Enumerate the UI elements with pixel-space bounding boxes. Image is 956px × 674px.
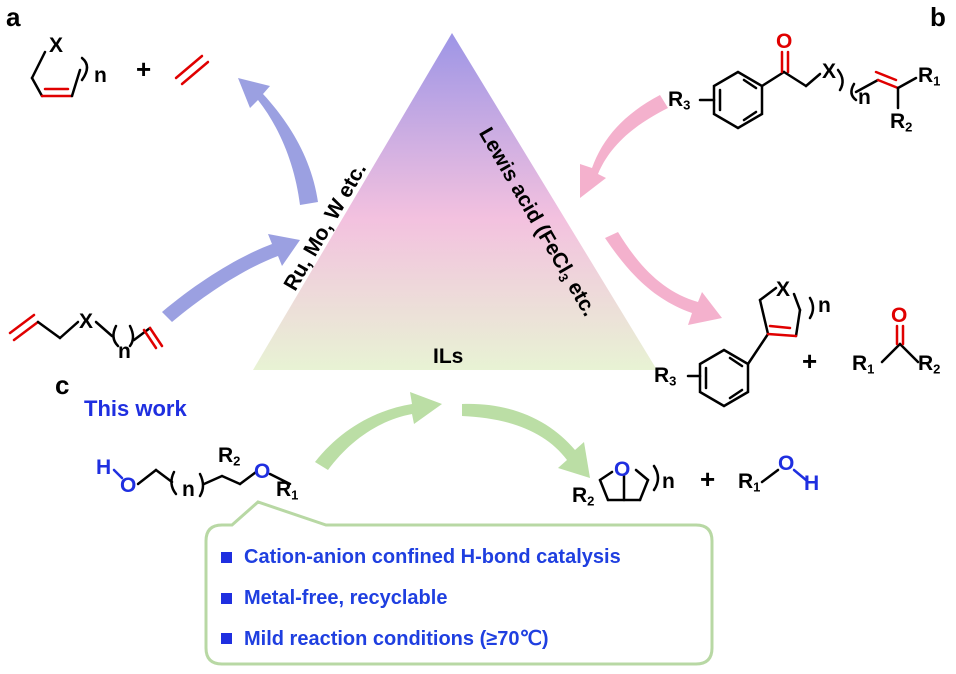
panel-c-coproduct-R1-main: R <box>738 470 754 493</box>
feature-text-2: Metal-free, recyclable <box>244 587 448 609</box>
panel-b-coproduct-O-text: O <box>891 304 908 327</box>
panel-b-coproduct-R2: R2 <box>918 352 940 377</box>
panel-b-coproduct-R1: R1 <box>852 352 874 377</box>
panel-label-c: c <box>55 370 70 400</box>
panel-c-reactant-R1-sub: 1 <box>291 487 299 503</box>
panel-b-product-X: X <box>776 278 791 301</box>
panel-c-reactant-R2-main: R <box>218 444 234 467</box>
pink-arrow-out <box>605 232 722 325</box>
alcohol-coproduct <box>760 468 808 484</box>
panel-b-coproduct-O: O <box>891 304 907 328</box>
panel-a-diene-n: n <box>118 340 131 363</box>
hydroxy-ether-reactant <box>112 468 292 498</box>
panel-label-b: b <box>930 2 946 32</box>
panel-c-plus: + <box>700 464 716 494</box>
panel-c-reactant-O1: O <box>120 474 137 497</box>
panel-b-product-n: n <box>818 294 831 317</box>
cyclic-ether-product <box>598 464 660 502</box>
panel-b-ketone-n: n <box>858 86 871 109</box>
panel-b-ketone-R3-main: R <box>668 88 684 111</box>
panel-b-ketone-O: O <box>776 30 792 54</box>
panel-b-coproduct-R1-main: R <box>852 352 868 375</box>
feature-bullet-3 <box>221 633 232 644</box>
panel-c-reactant-H: H <box>96 456 112 479</box>
ethylene-structure <box>174 54 210 86</box>
panel-b-ketone-R1: R1 <box>918 64 940 89</box>
panel-a-ring-X: X <box>49 34 64 57</box>
panel-label-a: a <box>6 2 21 32</box>
panel-a-diene-X: X <box>79 310 94 333</box>
feature-text-3: Mild reaction conditions (≥70℃) <box>244 628 549 650</box>
panel-b-ketone-R2-main: R <box>890 110 906 133</box>
this-work-label: This work <box>84 396 187 421</box>
panel-b-coproduct-R1-sub: 1 <box>867 361 875 377</box>
panel-c-product-R2-main: R <box>572 484 588 507</box>
diene-structure <box>8 313 164 350</box>
central-triangle <box>253 33 657 370</box>
panel-b-ketone-R3-sub: 3 <box>683 97 691 113</box>
panel-c-reactant-R1: R1 <box>276 478 298 503</box>
triangle-bottom-text: ILs <box>433 345 464 368</box>
panel-a-plus: + <box>136 54 152 84</box>
feature-bullet-2 <box>221 593 232 604</box>
feature-text-1: Cation-anion confined H-bond catalysis <box>244 546 621 568</box>
panel-b-product-R3-main: R <box>654 364 670 387</box>
aryl-cycloalkene-product <box>686 286 815 408</box>
blue-arrow-up <box>238 78 318 205</box>
panel-a-ring-n: n <box>94 64 107 87</box>
panel-b-ketone-R2: R2 <box>890 110 912 135</box>
panel-c-reactant-R2: R2 <box>218 444 240 469</box>
panel-c-coproduct-R1-sub: 1 <box>753 479 761 495</box>
cycloalkene-structure <box>30 50 89 98</box>
panel-c-reactant-O2: O <box>254 460 271 483</box>
panel-b-product-R3: R3 <box>654 364 676 389</box>
panel-b-ketone-R1-main: R <box>918 64 934 87</box>
panel-c-product-R2-sub: 2 <box>587 493 595 509</box>
panel-c-coproduct-R1: R1 <box>738 470 760 495</box>
panel-c-product-n: n <box>662 470 675 493</box>
feature-item-1: Cation-anion confined H-bond catalysis <box>221 546 621 569</box>
panel-c-coproduct-O: O <box>778 452 795 475</box>
blue-arrow-right <box>162 234 300 322</box>
panel-c-coproduct-H: H <box>804 472 820 495</box>
green-arrow-down <box>462 403 590 478</box>
features-box <box>204 500 714 666</box>
feature-bullet-1 <box>221 552 232 563</box>
panel-b-product-R3-sub: 3 <box>669 373 677 389</box>
panel-b-ketone-R2-sub: 2 <box>905 119 913 135</box>
panel-c-reactant-R2-sub: 2 <box>233 453 241 469</box>
feature-item-3: Mild reaction conditions (≥70℃) <box>221 626 549 651</box>
panel-c-reactant-R1-main: R <box>276 478 292 501</box>
panel-b-ketone-O-text: O <box>776 30 793 53</box>
panel-c-product-O: O <box>614 458 631 481</box>
ketone-coproduct <box>880 324 920 364</box>
green-arrow-up <box>315 392 442 470</box>
feature-item-2: Metal-free, recyclable <box>221 587 447 610</box>
pink-arrow-in <box>580 95 668 198</box>
panel-b-ketone-X: X <box>822 60 837 83</box>
panel-b-coproduct-R2-sub: 2 <box>933 361 941 377</box>
panel-b-ketone-R1-sub: 1 <box>933 73 941 89</box>
panel-b-coproduct-R2-main: R <box>918 352 934 375</box>
panel-b-plus: + <box>802 346 818 376</box>
panel-c-reactant-n: n <box>182 478 195 501</box>
panel-b-ketone-R3: R3 <box>668 88 690 113</box>
panel-c-product-R2: R2 <box>572 484 594 509</box>
aryl-ketone-structure <box>698 50 918 130</box>
